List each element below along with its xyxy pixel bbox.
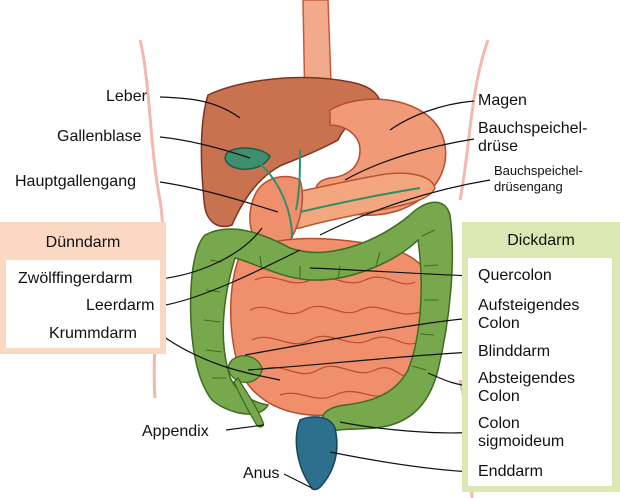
label-leber: Leber: [106, 88, 147, 105]
rectum-shape: [295, 416, 338, 491]
large-intestine-group-title: Dickdarm: [507, 232, 575, 249]
label-zwoelffingerdarm: Zwölffingerdarm: [18, 270, 133, 287]
label-leerdarm: Leerdarm: [86, 297, 155, 314]
large-intestine-group: Dickdarm: [462, 222, 620, 492]
label-aufsteigendes-colon-line1: Aufsteigendes: [478, 297, 580, 314]
label-colon-sigmoideum-line2: sigmoideum: [478, 433, 565, 450]
label-enddarm: Enddarm: [478, 463, 543, 480]
small-intestine-folds: [249, 276, 421, 399]
label-bauchspeicheldruese-line1: Bauchspeichel-: [478, 120, 588, 137]
label-colon-sigmoideum-line1: Colon: [478, 415, 520, 432]
leader-lines-left: [159, 96, 313, 489]
pancreas-shape: [276, 172, 436, 230]
colon-haustra: [203, 229, 439, 379]
label-appendix: Appendix: [142, 423, 209, 440]
cecum-shape: [227, 355, 263, 383]
appendix-shape: [233, 376, 264, 428]
label-bauchspeicheldruesengang-line2: drüsengang: [494, 179, 563, 194]
label-anus: Anus: [243, 465, 280, 482]
label-aufsteigendes-colon-line2: Colon: [478, 315, 520, 332]
small-intestine-group-inner: [6, 260, 160, 348]
label-quercolon: Quercolon: [478, 267, 552, 284]
small-intestine-group: Dünndarm: [0, 222, 166, 354]
bile-ducts: [254, 149, 421, 239]
label-bauchspeicheldruesengang-line1: Bauchspeichel-: [494, 163, 583, 178]
label-absteigendes-colon-line1: Absteigendes: [478, 370, 575, 387]
label-magen: Magen: [478, 92, 527, 109]
small-intestine-group-title: Dünndarm: [45, 234, 121, 251]
label-bauchspeicheldruese-line2: drüse: [478, 138, 519, 155]
label-hauptgallengang: Hauptgallengang: [15, 173, 136, 190]
label-gallenblase: Gallenblase: [57, 128, 142, 145]
label-krummdarm: Krummdarm: [49, 325, 138, 342]
label-blinddarm: Blinddarm: [478, 343, 551, 360]
large-intestine-group-inner: [468, 258, 612, 486]
label-absteigendes-colon-line2: Colon: [478, 388, 520, 405]
